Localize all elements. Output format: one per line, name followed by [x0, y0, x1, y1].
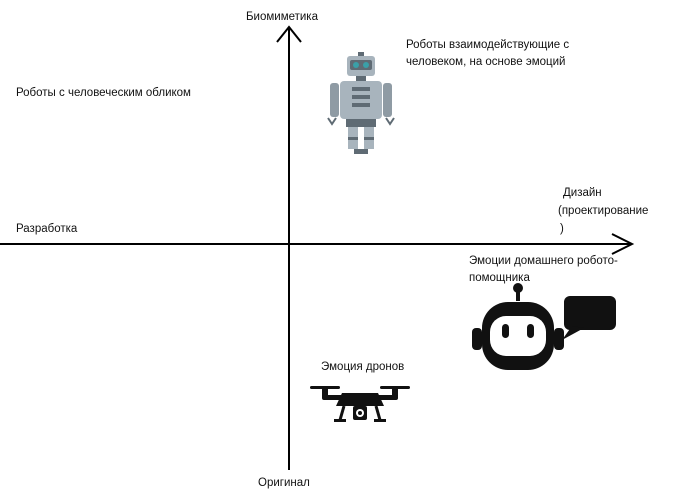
- vertical-axis-arrowhead: [276, 25, 302, 43]
- drone-icon: [310, 386, 410, 422]
- label-home-robot-line1: Эмоции домашнего робото-: [469, 255, 618, 267]
- axis-label-top: Биомиметика: [246, 11, 318, 23]
- axis-label-bottom: Оригинал: [258, 477, 310, 489]
- axis-label-right-line3: ): [560, 223, 564, 235]
- label-emotion-robots-line2: человеком, на основе эмоций: [406, 56, 566, 68]
- label-emotion-robots-line1: Роботы взаимодействующие с: [406, 39, 570, 51]
- humanoid-robot-icon: [327, 52, 395, 154]
- horizontal-axis-arrowhead: [611, 233, 635, 255]
- label-home-robot-line2: помощника: [469, 272, 530, 284]
- label-drone-emotion: Эмоция дронов: [321, 361, 405, 373]
- label-humanoid-robots: Роботы с человеческим обликом: [16, 87, 191, 99]
- axis-label-right-line2: (проектирование: [558, 205, 649, 217]
- axis-label-right-line1: Дизайн: [563, 187, 602, 199]
- speech-bubble-icon: [562, 296, 616, 340]
- axis-label-left: Разработка: [16, 223, 78, 235]
- home-robot-head-icon: [472, 283, 564, 370]
